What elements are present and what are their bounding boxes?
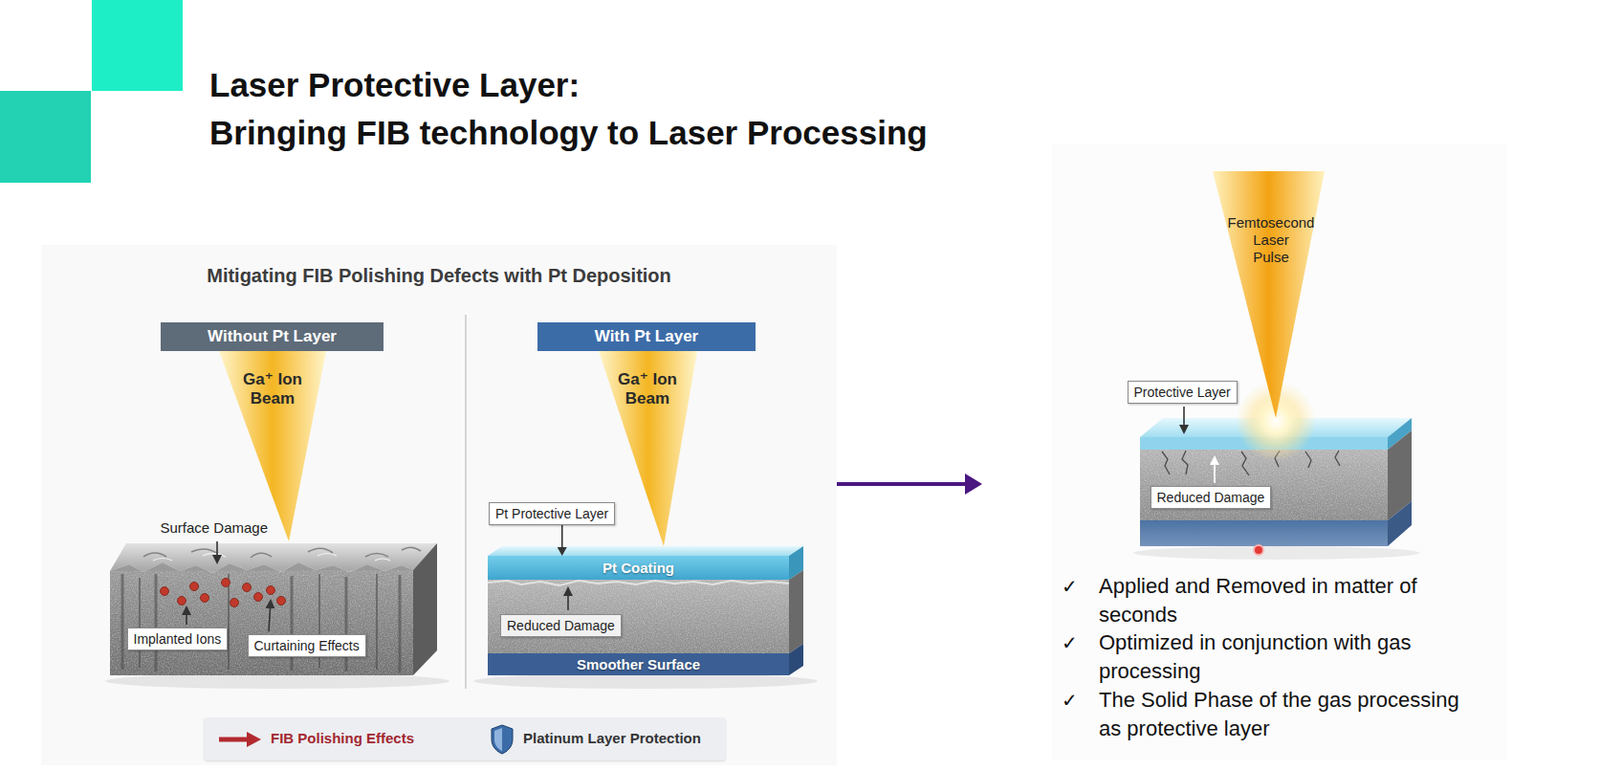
node-text: The Solid Phase of the gas processing as… — [1098, 685, 1477, 744]
title-line: Laser Protective Layer: — [209, 61, 928, 110]
check-mark: ✓ — [1061, 685, 1078, 715]
red-dot — [1253, 545, 1264, 555]
callout-box: Implanted Ions — [127, 627, 229, 651]
check-mark: ✓ — [1061, 571, 1078, 601]
leader-lines — [186, 406, 1184, 632]
base-side — [789, 643, 804, 676]
panel-ground — [41, 244, 837, 766]
slide-title: Laser Protective Layer: Bringing FIB tec… — [209, 61, 928, 157]
node-text: Reduced Damage — [1157, 488, 1266, 506]
texture — [1139, 449, 1388, 521]
shadow — [1133, 546, 1421, 560]
node-text: Pt Protective Layer — [495, 504, 609, 523]
check-mark: ✓ — [1061, 628, 1078, 658]
sample-body — [487, 579, 790, 654]
surface-damage — [143, 547, 421, 558]
node-text: Pt Coating — [602, 559, 675, 576]
sample-body — [1139, 449, 1388, 521]
node-text: Ga⁺ Ion Beam — [237, 370, 308, 409]
surface-highlight — [153, 553, 391, 562]
title-line: Bringing FIB technology to Laser Process… — [209, 109, 928, 157]
flow-arrow — [836, 473, 983, 495]
node-text: With Pt Layer — [594, 327, 699, 347]
figure-panel: Mitigating FIB Polishing Defects with Pt… — [41, 244, 837, 766]
legend-arrow-head — [246, 731, 262, 747]
implanted-ions — [160, 578, 286, 608]
shadow — [105, 673, 450, 689]
pt-top — [487, 546, 804, 556]
texture — [109, 569, 414, 676]
callout-box: Reduced Damage — [1150, 485, 1272, 509]
ion-beam: Ga⁺ Ion Beam — [219, 350, 327, 542]
legend-text: FIB Polishing Effects — [270, 729, 415, 747]
node-text: Optimized in conjunction with gas proces… — [1098, 628, 1477, 686]
panel-ground — [1052, 143, 1507, 761]
connector-line — [561, 525, 564, 549]
callout-box: Protective Layer — [1127, 380, 1238, 404]
node-text: Smoother Surface — [576, 656, 701, 673]
node-text: Femtosecond Laser Pulse — [1226, 214, 1317, 266]
callout-box: Reduced Damage — [500, 613, 622, 637]
legend-shield-shine — [494, 727, 503, 751]
node-text: Ga⁺ Ion Beam — [612, 370, 683, 409]
node-text: Implanted Ions — [133, 630, 222, 648]
shadow — [473, 673, 818, 689]
leader-line — [1213, 457, 1216, 483]
laser-panel: Applied and Removed in matter of seconds… — [982, 143, 1507, 761]
legend-text: Platinum Layer Protection — [523, 729, 702, 747]
node-text: Curtaining Effects — [254, 636, 360, 655]
beam-cone — [219, 350, 327, 542]
connector-line — [836, 482, 969, 486]
interface-line — [487, 580, 790, 586]
legend-bar: FIB Polishing Effects Platinum Layer Prot… — [203, 717, 726, 761]
node-text: Applied and Removed in matter of seconds — [1098, 571, 1477, 630]
node-text: Protective Layer — [1134, 383, 1231, 401]
column-header: Without Pt Layer — [160, 322, 384, 351]
base-side — [1387, 501, 1412, 547]
callout-box: Curtaining Effects — [247, 634, 367, 658]
base-band — [1139, 520, 1388, 547]
arrow-head — [557, 547, 568, 556]
legend-sample — [489, 722, 516, 757]
substrate-band: Smoother Surface — [487, 653, 790, 676]
sample-side — [789, 569, 804, 654]
heading-rule — [81, 292, 833, 295]
callout-box: Pt Protective Layer — [488, 502, 615, 526]
legend-shield — [491, 724, 513, 754]
node-text: Mitigating FIB Polishing Defects with Pt… — [41, 263, 837, 287]
leader-arrow — [557, 525, 568, 556]
texture — [487, 579, 790, 654]
sample-front — [109, 562, 414, 676]
legend-sample — [217, 722, 264, 757]
node-text: Without Pt Layer — [207, 327, 337, 347]
accent-square — [91, 0, 183, 91]
column-header: With Pt Layer — [537, 322, 756, 351]
node-text: Reduced Damage — [506, 616, 615, 635]
divider — [464, 314, 467, 689]
cracks — [1161, 450, 1340, 476]
pt-coating-band: Pt Coating — [487, 555, 790, 580]
accent-square — [0, 90, 91, 183]
curtaining-streaks — [122, 573, 400, 673]
callout-label: Surface Damage — [160, 519, 269, 537]
arrow-head — [964, 473, 983, 495]
sample-side — [413, 543, 438, 676]
legend-arrow-shaft — [219, 737, 250, 743]
